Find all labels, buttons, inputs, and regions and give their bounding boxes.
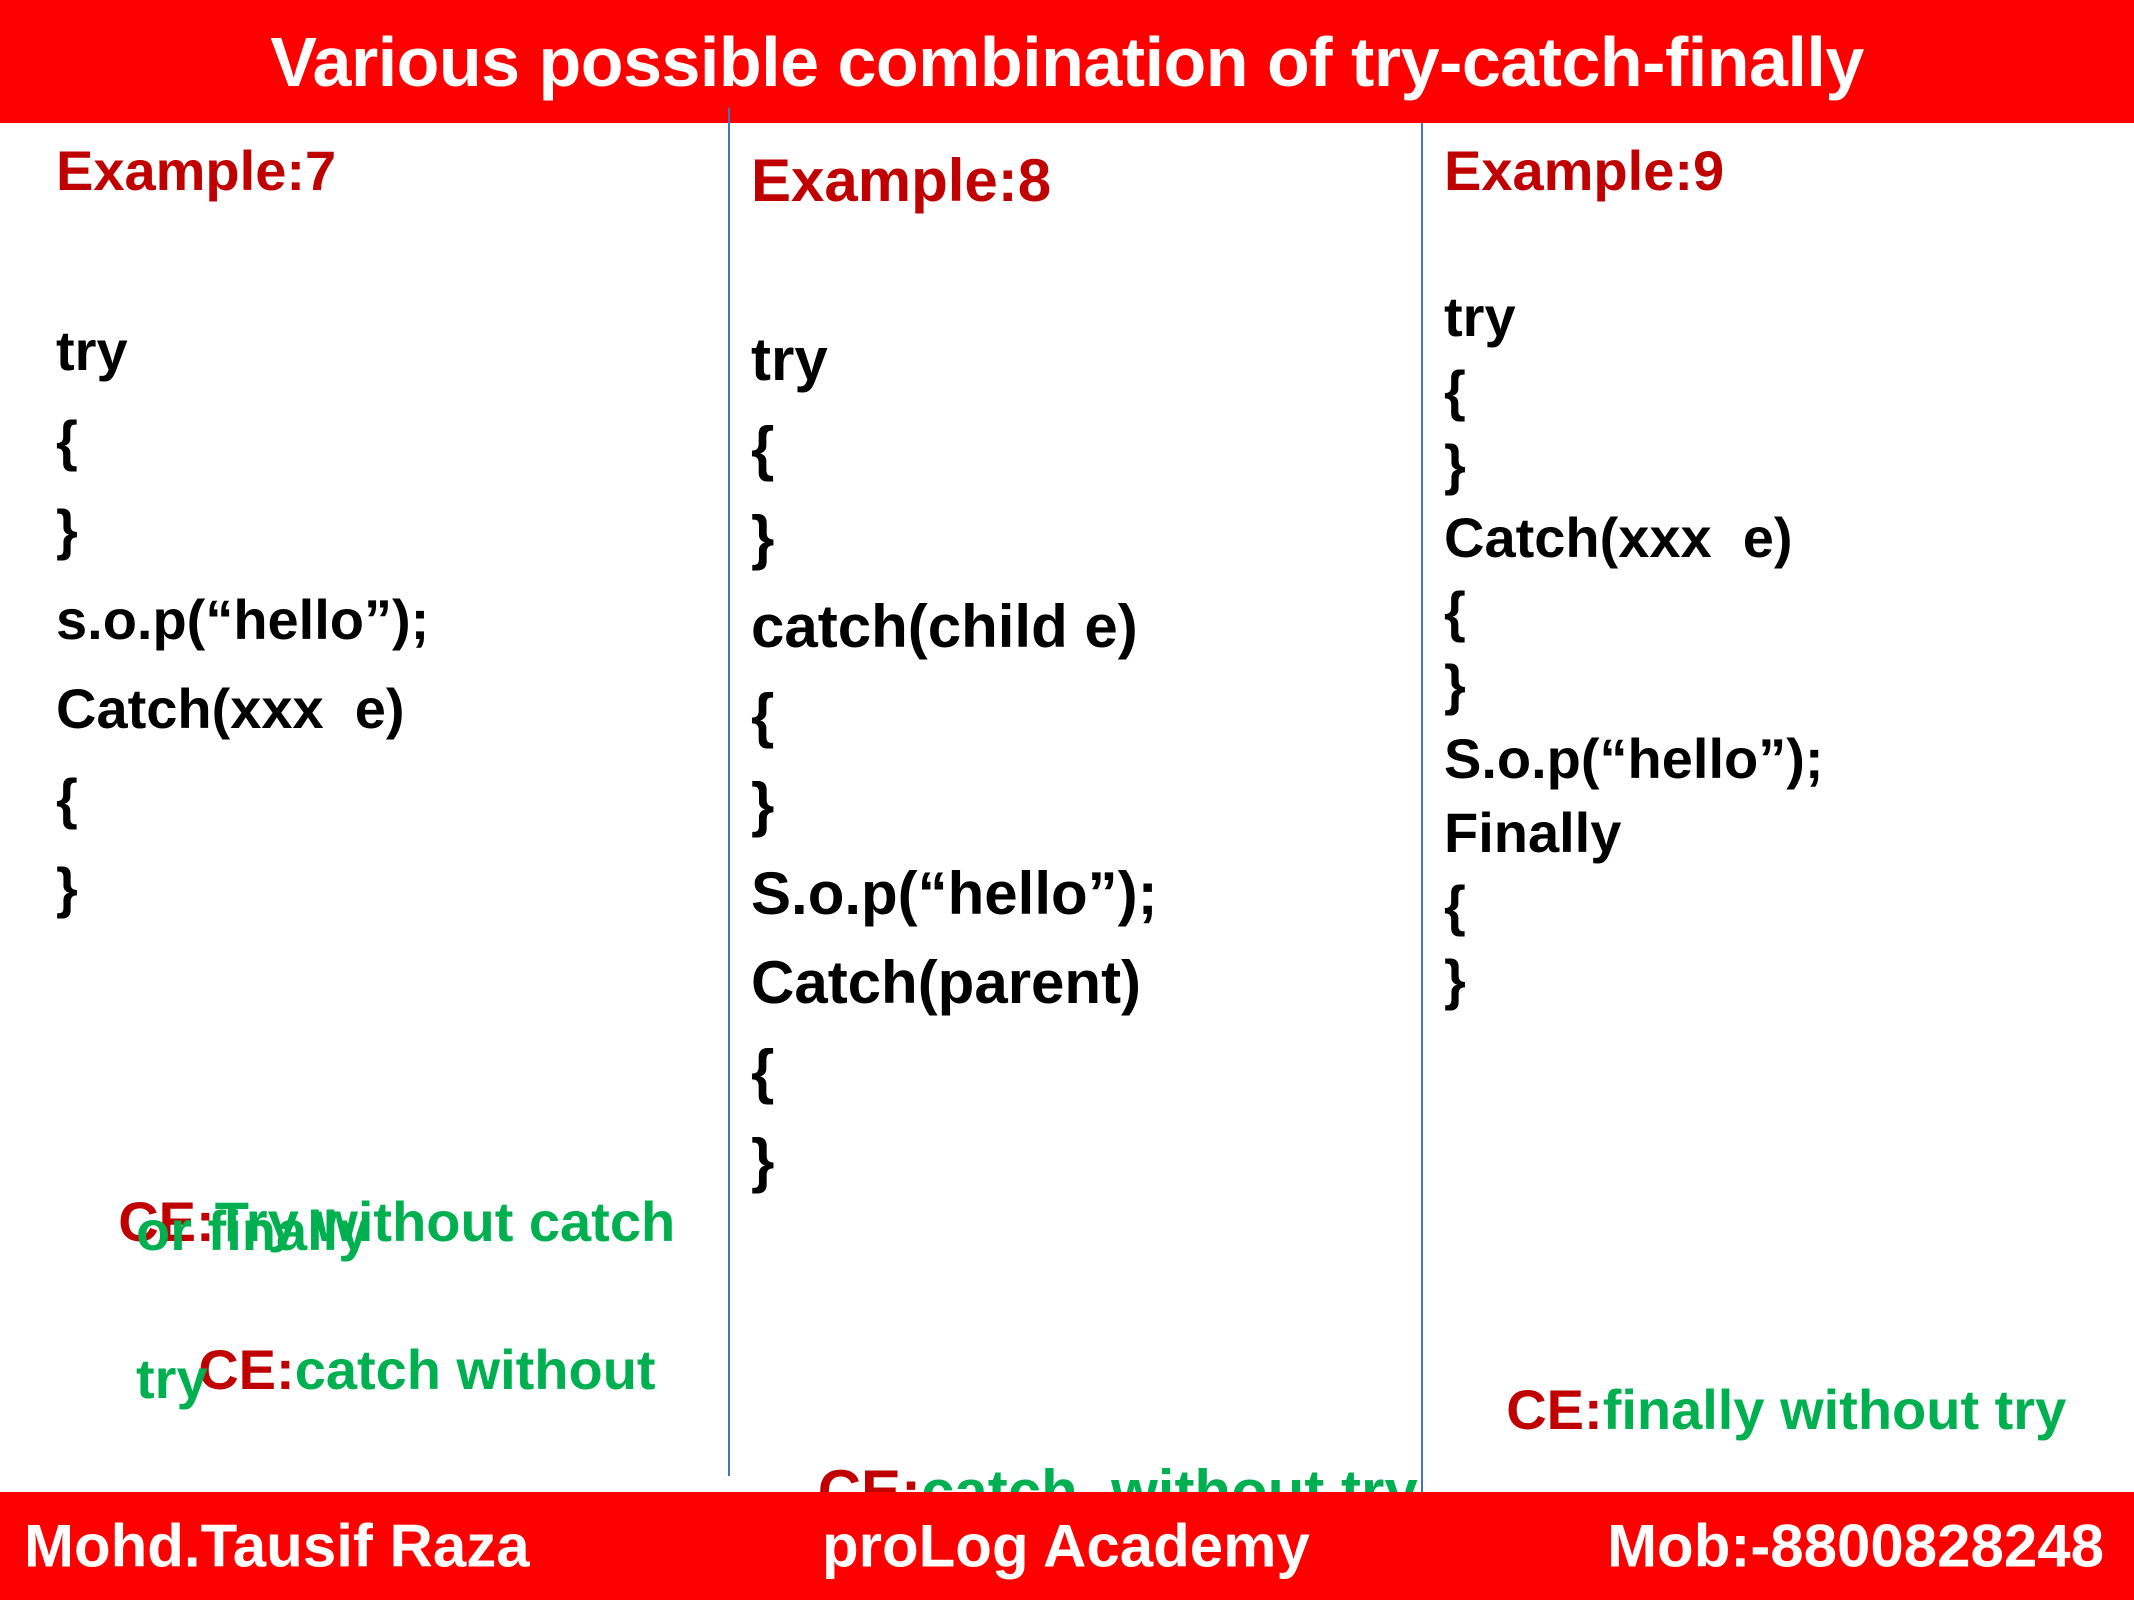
code-line: Finally [1444, 801, 1622, 864]
footer-bar: Mohd.Tausif Raza proLog Academy Mob:-880… [0, 1492, 2134, 1600]
code-line: Catch(parent) [751, 949, 1142, 1016]
code-line: } [751, 1127, 775, 1194]
code-line: S.o.p(“hello”); [1444, 727, 1824, 790]
example-9-error: CE:finally without try [1444, 1312, 2066, 1507]
code-line: } [1444, 653, 1466, 716]
code-line: { [751, 415, 775, 482]
code-line: { [56, 409, 78, 472]
code-line: { [751, 682, 775, 749]
example-7-heading: Example:7 [56, 139, 337, 202]
footer-phone: Mob:-8800828248 [1607, 1512, 2104, 1580]
code-line: { [56, 767, 78, 830]
error-prefix: CE: [198, 1338, 295, 1401]
code-line: catch(child e) [751, 593, 1138, 660]
code-line: { [1444, 580, 1466, 643]
code-line: s.o.p(“hello”); [56, 588, 430, 651]
code-line: } [751, 771, 775, 838]
code-line: S.o.p(“hello”); [751, 860, 1158, 927]
code-line: } [1444, 948, 1466, 1011]
code-line: } [751, 504, 775, 571]
code-line: { [1444, 359, 1466, 422]
error-prefix: CE: [1506, 1378, 1603, 1441]
footer-author: Mohd.Tausif Raza [24, 1512, 530, 1580]
code-line: { [1444, 874, 1466, 937]
column-divider-1 [728, 108, 730, 1476]
code-line: Catch(xxx e) [1444, 506, 1793, 569]
code-line: } [56, 498, 78, 561]
code-line: } [56, 856, 78, 919]
code-line: { [751, 1038, 775, 1105]
example-7-error-2-cont: try [136, 1347, 208, 1410]
code-line: Catch(xxx e) [56, 677, 405, 740]
code-line: try [1444, 285, 1516, 348]
error-message: finally without try [1602, 1378, 2067, 1441]
example-8-heading: Example:8 [751, 147, 1052, 214]
column-divider-2 [1421, 123, 1423, 1492]
error-message: Try without catch [214, 1190, 676, 1253]
error-prefix: CE: [118, 1190, 215, 1253]
example-7-error-2: CE:catch without [136, 1272, 656, 1467]
example-7-error-1: CE:Try without catch [56, 1124, 675, 1319]
code-line: try [56, 319, 128, 382]
footer-academy: proLog Academy [822, 1512, 1310, 1580]
example-9-heading: Example:9 [1444, 139, 1725, 202]
code-line: try [751, 326, 828, 393]
slide-title: Various possible combination of try-catc… [0, 0, 2134, 123]
error-message: catch without [294, 1338, 656, 1401]
example-7-error-1-cont: or finally [136, 1199, 370, 1262]
code-line: } [1444, 433, 1466, 496]
